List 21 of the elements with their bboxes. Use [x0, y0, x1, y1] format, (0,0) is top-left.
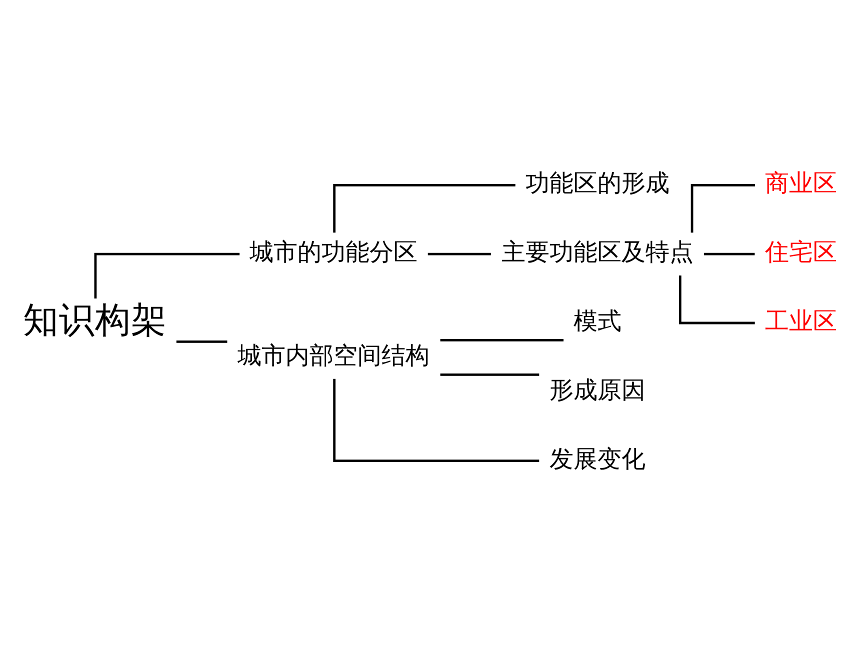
node-text: 住宅区 — [764, 238, 837, 266]
connector — [94, 252, 240, 298]
connector — [704, 252, 755, 255]
connector — [428, 252, 491, 255]
node-text: 城市内部空间结构 — [238, 340, 430, 369]
connector — [176, 340, 228, 342]
node-text: 工业区 — [764, 306, 837, 334]
node-text: 模式 — [574, 306, 622, 334]
connector — [690, 183, 755, 232]
node-text: 知识构架 — [22, 299, 167, 340]
connector — [678, 275, 755, 324]
node-text: 形成原因 — [550, 375, 646, 404]
node-text: 主要功能区及特点 — [502, 238, 694, 266]
node-text: 城市的功能分区 — [250, 238, 418, 266]
connector — [333, 183, 516, 232]
node-text: 商业区 — [764, 168, 837, 197]
connector — [440, 373, 540, 376]
connector — [440, 338, 564, 341]
node-text: 发展变化 — [550, 444, 646, 472]
node-text: 功能区的形成 — [526, 168, 670, 197]
connector — [333, 378, 540, 462]
